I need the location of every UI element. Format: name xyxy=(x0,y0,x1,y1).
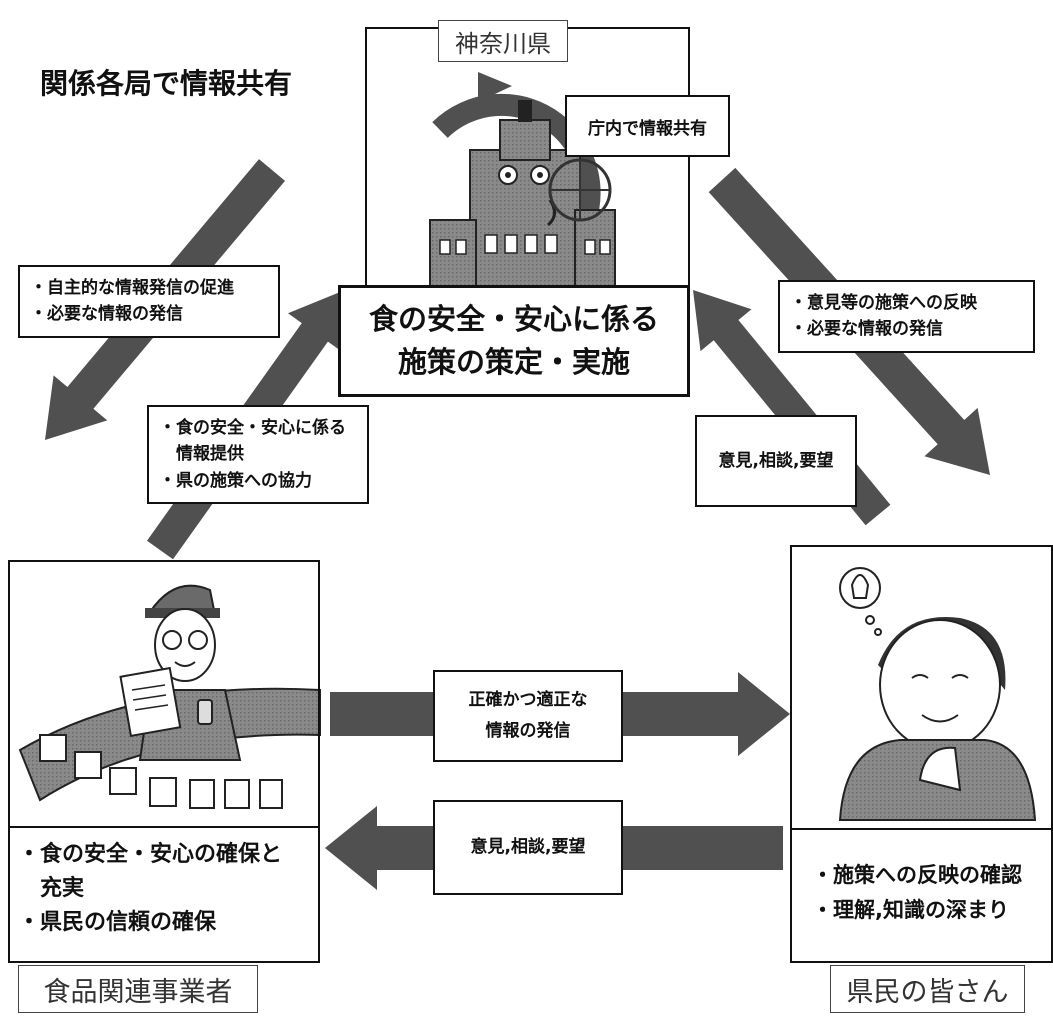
resident-outcome-line-1: ・施策への反映の確認 xyxy=(812,863,1022,887)
business-outcomes: ・食の安全・安心の確保と 充実・県民の信頼の確保 xyxy=(8,826,320,963)
label-residents-to-prefecture: 意見,相談,要望 xyxy=(695,415,857,507)
food-business-worker-illustration xyxy=(18,584,321,809)
label-prefecture-to-business: ・自主的な情報発信の促進・必要な情報の発信 xyxy=(18,265,280,338)
label-business-to-prefecture-line-2: 情報提供 xyxy=(159,444,244,465)
label-prefecture-to-business-line-2: ・必要な情報の発信 xyxy=(30,304,183,325)
residents-tag: 県民の皆さん xyxy=(830,965,1025,1013)
label-business-to-residents-line-1: 正確かつ適正な xyxy=(468,690,588,711)
label-prefecture-to-residents-line-1: ・意見等の施策への反映 xyxy=(790,293,977,313)
resident-outcome-line-2: ・理解,知識の深まり xyxy=(812,897,1009,922)
label-business-to-residents-line-2: 情報の発信 xyxy=(485,721,571,741)
internal-share-note: 庁内で情報共有 xyxy=(565,95,730,157)
business-panel xyxy=(8,560,320,828)
business-tag: 食品関連事業者 xyxy=(18,965,258,1013)
business-outcome-line-3: ・県民の信頼の確保 xyxy=(18,910,217,936)
label-prefecture-to-residents-line-2: ・必要な情報の発信 xyxy=(790,319,943,340)
business-outcome-line-1: ・食の安全・安心の確保と xyxy=(18,842,283,867)
label-business-to-prefecture-line-1: ・食の安全・安心に係る xyxy=(159,418,346,438)
policy-line-1: 食の安全・安心に係る xyxy=(368,301,659,336)
policy-box: 食の安全・安心に係る 施策の策定・実施 xyxy=(338,285,690,397)
residents-outcomes: ・施策への反映の確認・理解,知識の深まり xyxy=(790,828,1053,963)
prefecture-building-illustration xyxy=(429,72,616,292)
diagram-title: 関係各局で情報共有 xyxy=(40,67,293,100)
label-business-to-residents: 正確かつ適正な情報の発信 xyxy=(433,670,623,762)
label-prefecture-to-residents: ・意見等の施策への反映・必要な情報の発信 xyxy=(778,280,1035,353)
policy-line-2: 施策の策定・実施 xyxy=(397,345,630,379)
resident-illustration xyxy=(838,567,1037,821)
label-residents-to-business: 意見,相談,要望 xyxy=(433,800,623,895)
label-business-to-prefecture-line-3: ・県の施策への協力 xyxy=(159,470,312,491)
prefecture-panel xyxy=(365,27,690,300)
label-business-to-prefecture: ・食の安全・安心に係る 情報提供・県の施策への協力 xyxy=(147,405,369,505)
business-outcome-line-2: 充実 xyxy=(18,876,85,902)
prefecture-tag: 神奈川県 xyxy=(438,20,568,62)
residents-panel xyxy=(790,545,1053,830)
label-prefecture-to-business-line-1: ・自主的な情報発信の促進 xyxy=(30,278,234,298)
